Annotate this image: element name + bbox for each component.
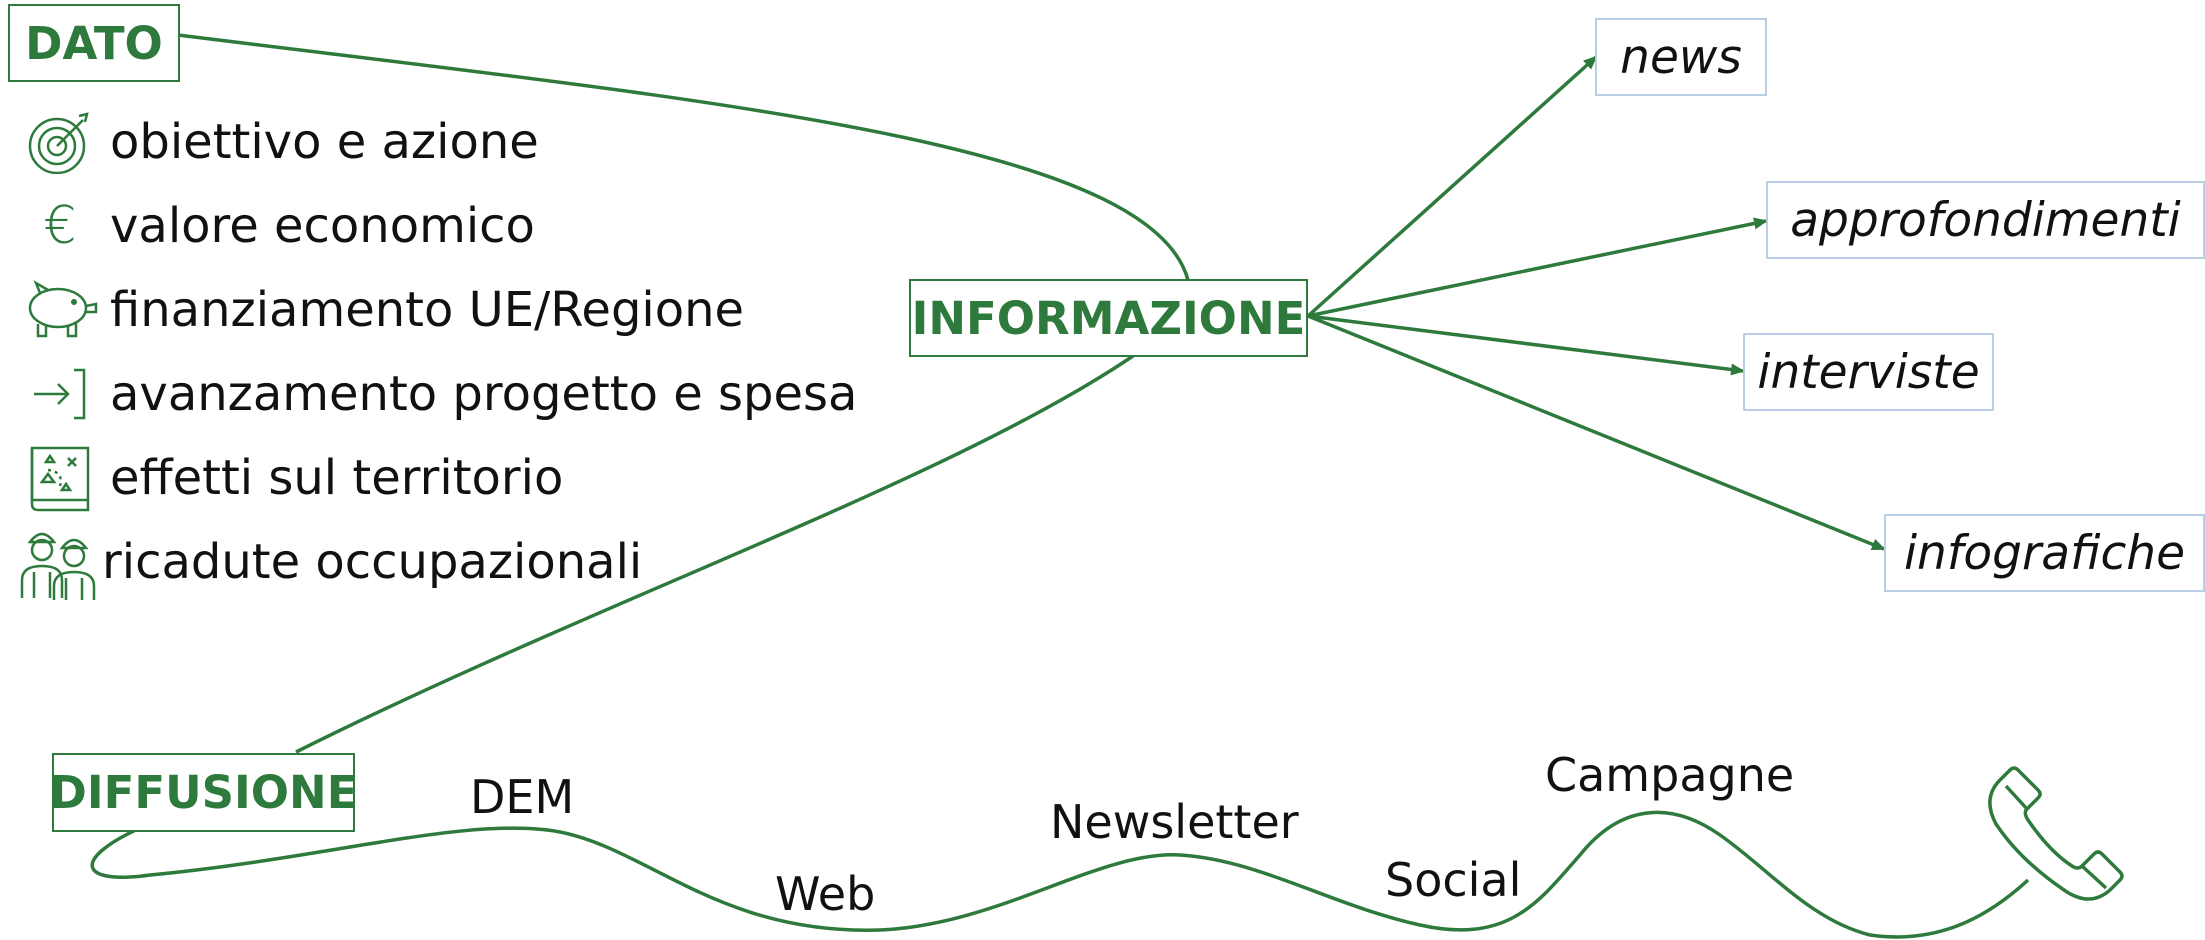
arrow-to-infografiche (1307, 314, 1886, 551)
legend-label: finanziamento UE/Regione (110, 282, 745, 338)
piggy-bank-icon (10, 275, 110, 345)
arrow-to-approfondimenti (1307, 217, 1768, 318)
legend-item-valore: € valore economico (10, 191, 535, 261)
workers-icon (10, 527, 110, 600)
legend-label: ricadute occupazionali (102, 534, 643, 590)
legend-item-effetti: effetti sul territorio (10, 443, 563, 513)
legend-item-finanziamento: finanziamento UE/Regione (10, 275, 744, 345)
target-icon (10, 107, 110, 177)
node-diffusione: DIFFUSIONE (50, 753, 357, 832)
output-news: news (1595, 18, 1767, 96)
legend-label: effetti sul territorio (110, 450, 564, 506)
output-approfondimenti: approfondimenti (1766, 181, 2205, 259)
diffusion-wave-line (90, 810, 2030, 939)
channel-web: Web (775, 867, 876, 921)
channel-social: Social (1385, 853, 1522, 907)
channel-dem: DEM (470, 770, 575, 824)
informazione-to-diffusione-curve (295, 354, 1134, 754)
node-informazione: INFORMAZIONE (909, 279, 1308, 357)
phone-icon (1960, 760, 2130, 920)
map-icon (10, 443, 110, 513)
euro-icon: € (43, 196, 77, 256)
legend-item-avanzamento: avanzamento progetto e spesa (10, 359, 857, 429)
legend-label: valore economico (110, 198, 535, 254)
arrow-to-news (1306, 55, 1598, 318)
channel-campagne: Campagne (1545, 748, 1795, 802)
node-dato: DATO (8, 4, 180, 82)
arrow-right-icon (10, 359, 110, 429)
legend-item-ricadute: ricadute occupazionali (10, 527, 643, 600)
output-infografiche: infografiche (1884, 514, 2205, 592)
legend-label: avanzamento progetto e spesa (110, 366, 858, 422)
legend-label: obiettivo e azione (110, 114, 539, 170)
channel-newsletter: Newsletter (1050, 795, 1299, 849)
legend-item-obiettivo: obiettivo e azione (10, 107, 539, 177)
output-interviste: interviste (1743, 333, 1994, 411)
dato-to-informazione-curve (177, 33, 1190, 281)
arrow-to-interviste (1307, 314, 1745, 376)
